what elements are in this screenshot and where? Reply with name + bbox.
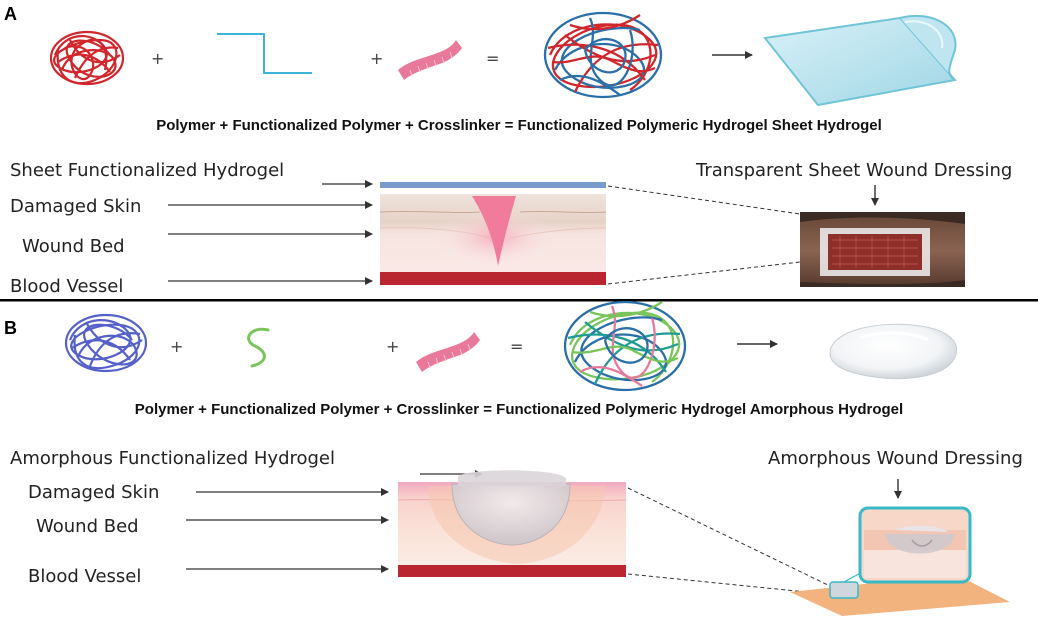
- skin-cross-section-b: [397, 470, 627, 577]
- functionalized-polymer-zigzag: [217, 33, 312, 74]
- crosslinker-ribbon: [398, 40, 462, 80]
- panel-divider: [0, 299, 1038, 302]
- hydrogel-network-a: [543, 11, 663, 99]
- amorphous-gel-blob: [829, 323, 958, 380]
- label-wound-bed: Wound Bed: [22, 236, 125, 257]
- label-sheet-functionalized-hydrogel: Sheet Functionalized Hydrogel: [10, 160, 284, 181]
- amorphous-dressing-illustration: [790, 506, 1010, 616]
- equals-sign: =: [486, 49, 499, 68]
- panel-a-letter: A: [4, 4, 17, 24]
- dressing-title-a: Transparent Sheet Wound Dressing: [695, 160, 1012, 181]
- plus-sign: +: [170, 337, 183, 356]
- dashed-connector: [607, 261, 801, 285]
- sheet-dressing-photo: [800, 212, 965, 287]
- dressing-title-b: Amorphous Wound Dressing: [768, 448, 1023, 469]
- polymer-coil-red: [49, 30, 125, 86]
- sheet-hydrogel-product: [763, 14, 957, 107]
- equation-b: Polymer + Functionalized Polymer + Cross…: [135, 401, 903, 418]
- label-amorphous-functionalized-hydrogel: Amorphous Functionalized Hydrogel: [10, 448, 335, 469]
- label-blood-vessel: Blood Vessel: [10, 276, 123, 297]
- plus-sign: +: [386, 337, 399, 356]
- dashed-connector: [627, 487, 835, 589]
- equation-a: Polymer + Functionalized Polymer + Cross…: [156, 117, 882, 134]
- label-damaged-skin: Damaged Skin: [10, 196, 141, 217]
- equals-sign: =: [510, 337, 523, 356]
- polymer-coil-blue: [64, 313, 148, 373]
- skin-cross-section-a: [379, 182, 607, 285]
- dashed-connector: [607, 185, 801, 215]
- dashed-connector: [627, 573, 827, 595]
- label-wound-bed: Wound Bed: [36, 516, 139, 537]
- functionalized-polymer-curve: [247, 327, 270, 368]
- plus-sign: +: [370, 49, 383, 68]
- hydrogel-network-b: [563, 300, 687, 392]
- label-damaged-skin: Damaged Skin: [28, 482, 159, 503]
- label-blood-vessel: Blood Vessel: [28, 566, 141, 587]
- panel-b-letter: B: [4, 318, 17, 338]
- plus-sign: +: [151, 49, 164, 68]
- crosslinker-ribbon: [416, 332, 480, 372]
